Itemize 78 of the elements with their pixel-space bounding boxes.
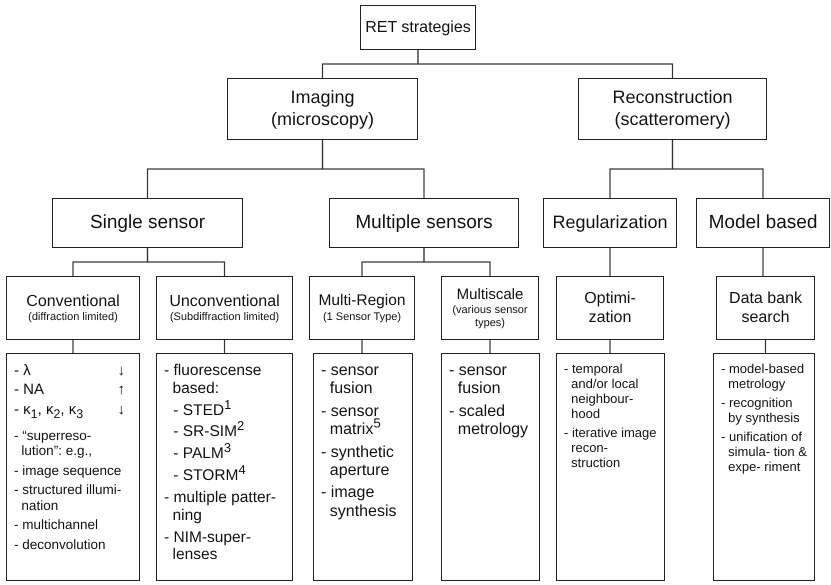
- list-item: - scaled metrology: [449, 402, 530, 440]
- category-box: [156, 276, 293, 340]
- list-item: - sensor matrix$^{5}$: [321, 402, 382, 440]
- connector-line: [423, 248, 491, 276]
- node-title: Multi-Region: [317, 292, 406, 311]
- category-box: [360, 5, 476, 50]
- node-title: Reconstruction (scatteromery): [611, 87, 734, 131]
- list-item: - λ: [14, 362, 32, 380]
- list-item: - NA: [14, 381, 45, 398]
- category-box: [716, 276, 815, 340]
- list-item: - deconvolution: [14, 536, 107, 552]
- list-item: - synthetic aperture: [321, 444, 395, 480]
- node-title: Single sensor: [88, 212, 206, 234]
- category-box: [309, 276, 415, 340]
- list-item: - NIM-super- lenses: [164, 528, 252, 564]
- node-subtitle: (various sensor types): [451, 304, 529, 330]
- list-box: [6, 353, 140, 581]
- list-box: [156, 353, 293, 581]
- node-title: RET strategies: [364, 18, 472, 38]
- list-item: - fluorescense based:: [164, 362, 262, 398]
- connector-line: [672, 140, 764, 198]
- list-item: - SR-SIM$^{2}$: [173, 423, 246, 442]
- list-item: - “superreso- lution”: e.g.,: [14, 428, 93, 459]
- connector-line: [609, 248, 611, 276]
- list-box: [713, 353, 815, 581]
- category-box: [52, 198, 243, 248]
- list-item: - sensor fusion: [449, 362, 508, 399]
- node-subtitle: (1 Sensor Type): [322, 310, 402, 324]
- list-box: [313, 353, 413, 581]
- list-item: - recognition by synthesis: [721, 396, 801, 426]
- trend-symbol: ↑: [118, 381, 126, 400]
- connector-line: [762, 248, 764, 276]
- connector-line: [764, 340, 766, 353]
- list-item: - κ$_{1}$, κ$_{2}$, κ$_{3}$: [14, 400, 84, 418]
- connector-line: [322, 140, 425, 198]
- list-item: - image sequence: [14, 462, 122, 478]
- connector-line: [609, 340, 611, 353]
- list-item: - structured illumi- nation: [14, 482, 122, 514]
- node-title: Multiple sensors: [354, 212, 494, 234]
- list-item: - model-based metrology: [721, 362, 806, 392]
- list-item: - PALM$^{3}$: [173, 445, 232, 464]
- list-item: - image synthesis: [321, 484, 398, 522]
- node-title: Imaging (microscopy): [270, 87, 375, 131]
- category-box: [578, 78, 767, 140]
- connector-line: [489, 340, 491, 353]
- category-box: [543, 198, 677, 248]
- list-item: - temporal and/or local neighbour- hood: [564, 362, 640, 422]
- node-title: Multiscale: [456, 286, 524, 304]
- list-item: - unification of simula- tion & expe- riment: [721, 430, 808, 475]
- list-item: - multichannel: [14, 517, 100, 533]
- category-box: [441, 276, 539, 340]
- connector-line: [72, 340, 74, 353]
- node-subtitle: (Subdiffraction limited): [168, 311, 280, 324]
- node-title: Model based: [708, 212, 818, 234]
- node-title: Data bank search: [728, 288, 803, 328]
- trend-symbol: ↓: [118, 362, 126, 381]
- node-title: Conventional: [25, 292, 121, 311]
- list-item: - STED$^{1}$: [173, 402, 232, 420]
- list-box: [441, 353, 540, 581]
- trend-symbol: ↓: [118, 400, 126, 420]
- list-item: - STORM$^{4}$: [173, 467, 247, 485]
- node-subtitle: (diffraction limited): [27, 311, 119, 324]
- connector-line: [417, 50, 674, 78]
- node-title: Regularization: [551, 212, 669, 234]
- list-item: - sensor fusion: [321, 362, 380, 399]
- connector-line: [224, 340, 226, 353]
- connector-line: [146, 248, 226, 276]
- node-title: Optimi- zation: [583, 288, 637, 328]
- connector-line: [361, 340, 363, 353]
- category-box: [227, 78, 418, 140]
- category-box: [556, 276, 664, 340]
- category-box: [329, 198, 519, 248]
- list-item: - iterative image recon- struction: [564, 426, 658, 471]
- list-box: [556, 353, 665, 581]
- category-box: [6, 276, 140, 340]
- category-box: [696, 198, 830, 248]
- node-title: Unconventional: [168, 292, 281, 311]
- list-item: - multiple patter- ning: [164, 488, 277, 524]
